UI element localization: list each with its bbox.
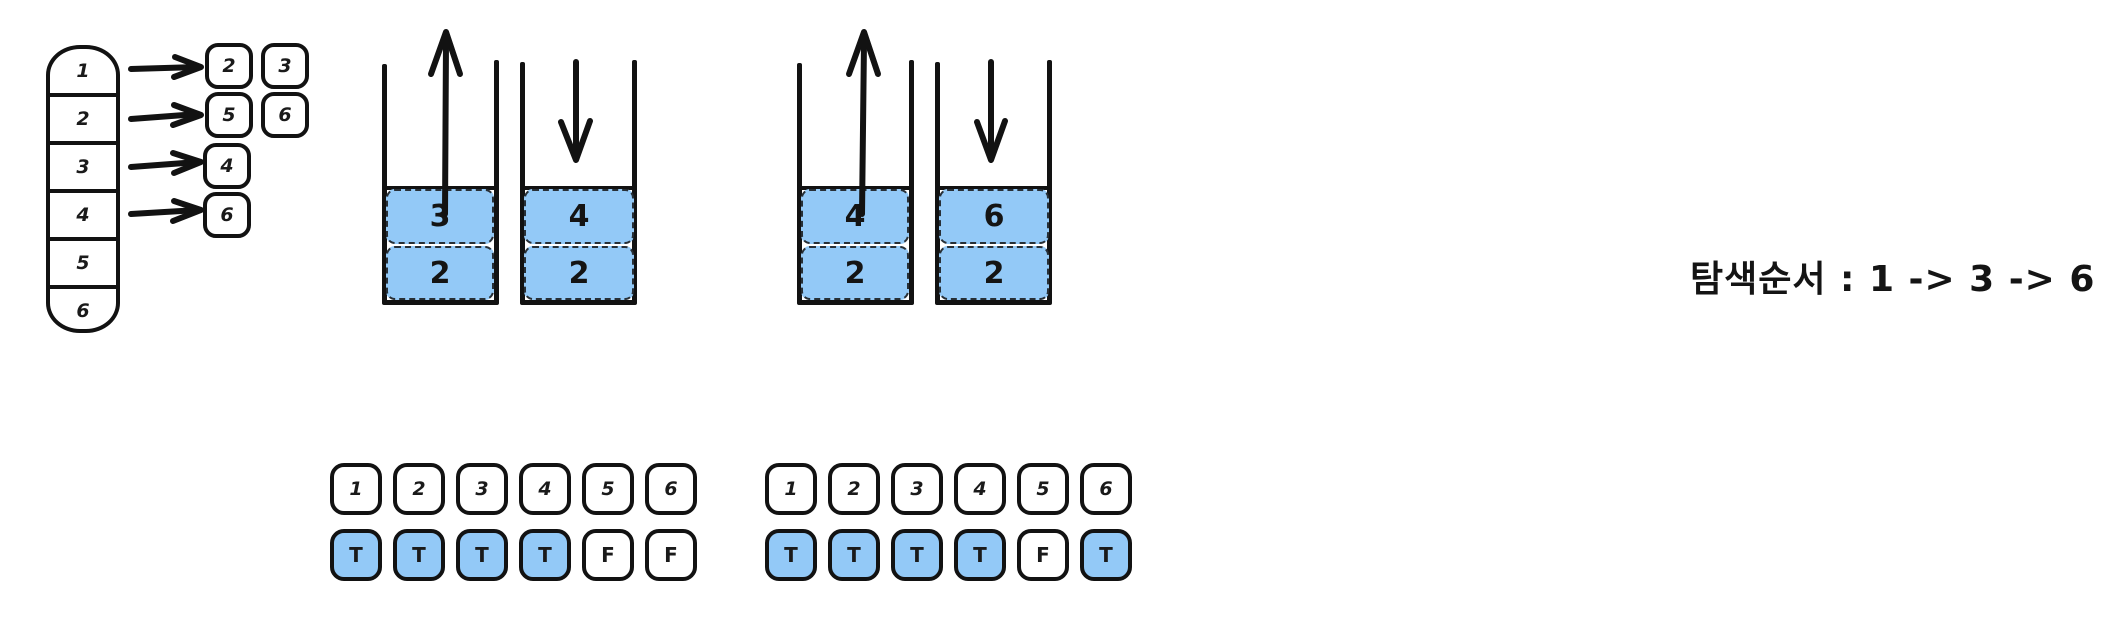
node-cell-6: 6	[76, 300, 90, 322]
stack-snapshot-2-push: 6 2	[935, 60, 1055, 305]
visited-index-3: 3	[891, 463, 943, 515]
visited-flag-4: T	[954, 529, 1006, 581]
visited-flag-5: F	[582, 529, 634, 581]
stack-top-line	[384, 186, 497, 190]
visited-flag-4: T	[519, 529, 571, 581]
visited-flag-1: T	[765, 529, 817, 581]
adjacency-box-1-0: 2	[205, 43, 253, 89]
adjacency-arrow-icon	[128, 198, 206, 224]
visited-index-4: 4	[954, 463, 1006, 515]
adjacency-arrow-icon	[128, 102, 206, 128]
node-separator	[47, 93, 119, 97]
visited-index-1: 1	[765, 463, 817, 515]
adjacency-box-4-0: 6	[203, 192, 251, 238]
visited-flag-3: T	[891, 529, 943, 581]
stack-wall-left	[797, 63, 802, 304]
stack-floor	[382, 300, 499, 305]
stack-wall-right	[632, 60, 637, 304]
visited-array-2: 1 2 3 4 5 6 T T T T F T	[765, 463, 1135, 593]
stack-cell-top: 4	[801, 189, 909, 244]
visited-array-1: 1 2 3 4 5 6 T T T T F F	[330, 463, 700, 593]
stack-wall-left	[520, 62, 525, 304]
stack-cell-top: 4	[524, 189, 634, 244]
visited-index-5: 5	[582, 463, 634, 515]
stack-snapshot-1-push: 4 2	[520, 60, 640, 305]
stack-top-line	[522, 186, 637, 190]
visited-index-6: 6	[1080, 463, 1132, 515]
visited-index-2: 2	[828, 463, 880, 515]
stack-wall-right	[909, 60, 914, 304]
stack-floor	[935, 300, 1052, 305]
adjacency-box-1-1: 3	[261, 43, 309, 89]
stack-cell-bottom: 2	[386, 246, 494, 300]
adjacency-arrow-icon	[128, 150, 206, 176]
node-separator	[47, 189, 119, 193]
node-cell-5: 5	[76, 252, 90, 274]
node-cell-4: 4	[76, 204, 90, 226]
adjacency-arrow-icon	[128, 54, 206, 80]
node-cell-3: 3	[76, 156, 90, 178]
visited-index-3: 3	[456, 463, 508, 515]
visited-flag-5: F	[1017, 529, 1069, 581]
stack-wall-right	[494, 60, 499, 304]
visited-index-2: 2	[393, 463, 445, 515]
stack-cell-bottom: 2	[524, 246, 634, 300]
traversal-order-caption: 탐색순서 : 1 -> 3 -> 6	[1690, 259, 2096, 300]
adjacency-box-2-0: 5	[205, 92, 253, 138]
visited-index-4: 4	[519, 463, 571, 515]
stack-top-line	[937, 186, 1052, 190]
stack-floor	[520, 300, 637, 305]
node-separator	[47, 285, 119, 289]
stack-push-arrow-down-icon	[556, 59, 596, 165]
stack-snapshot-2-pop: 4 2	[797, 60, 917, 305]
node-cell-1: 1	[76, 60, 90, 82]
stack-cell-bottom: 2	[939, 246, 1049, 300]
stack-cell-top: 3	[386, 189, 494, 244]
stack-pop-arrow-up-icon	[842, 26, 882, 217]
visited-flag-2: T	[828, 529, 880, 581]
node-separator	[47, 237, 119, 241]
visited-index-1: 1	[330, 463, 382, 515]
visited-index-5: 5	[1017, 463, 1069, 515]
stack-push-arrow-down-icon	[971, 59, 1011, 165]
adjacency-box-2-1: 6	[261, 92, 309, 138]
stack-top-line	[799, 186, 912, 190]
stack-snapshot-1-pop: 3 2	[382, 60, 502, 305]
stack-floor	[797, 300, 914, 305]
visited-flag-6: F	[645, 529, 697, 581]
stack-wall-left	[935, 62, 940, 304]
node-separator	[47, 141, 119, 145]
node-cell-2: 2	[76, 108, 90, 130]
visited-flag-2: T	[393, 529, 445, 581]
stack-wall-right	[1047, 60, 1052, 304]
adjacency-box-3-0: 4	[203, 143, 251, 189]
node-column: 1 2 3 4 5 6	[46, 45, 120, 333]
stack-cell-bottom: 2	[801, 246, 909, 300]
visited-index-6: 6	[645, 463, 697, 515]
visited-flag-1: T	[330, 529, 382, 581]
visited-flag-3: T	[456, 529, 508, 581]
stack-cell-top: 6	[939, 189, 1049, 244]
stack-wall-left	[382, 64, 387, 304]
stack-pop-arrow-up-icon	[425, 26, 465, 217]
visited-flag-6: T	[1080, 529, 1132, 581]
